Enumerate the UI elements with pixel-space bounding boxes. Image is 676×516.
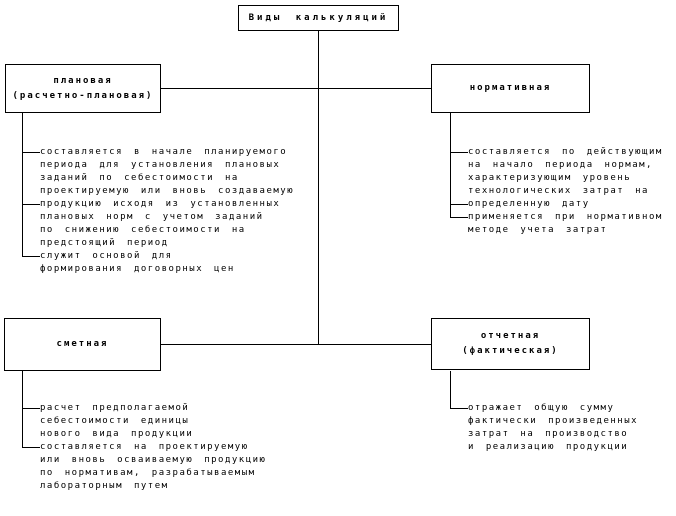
bullet-item: служит основой для формирования договорн… [22,250,312,276]
bullet-list-normative: составляется по действующим на начало пе… [450,113,670,237]
connector-horizontal-bottom [161,344,431,345]
node-estimate-label: сметная [56,339,109,349]
bullet-items-normative: составляется по действующим на начало пе… [450,146,670,237]
diagram-title: Виды калькуляций [248,12,389,23]
bullet-items-estimate: расчет предполагаемой себестоимости един… [22,402,312,493]
node-reporting-label: отчетная (фактическая) [462,331,559,356]
bullet-item: отражает общую сумму фактически произвед… [450,402,670,454]
bullet-item: составляется в начале планируемого перио… [22,146,312,198]
connector-drop-normative [450,113,451,218]
node-planned-label: плановая (расчетно-плановая) [12,75,154,101]
connector-drop-reporting [450,371,451,409]
connector-center-vertical [318,31,319,344]
node-planned-box: плановая (расчетно-плановая) [5,64,161,113]
bullet-items-reporting: отражает общую сумму фактически произвед… [450,402,670,454]
bullet-list-reporting: отражает общую сумму фактически произвед… [450,371,670,454]
bullet-items-planned: составляется в начале планируемого перио… [22,146,312,276]
bullet-item: составляется по действующим на начало пе… [450,146,670,198]
connector-drop-planned [22,113,23,257]
bullet-item: составляется на проектируемую или вновь … [22,441,312,493]
bullet-list-estimate: расчет предполагаемой себестоимости един… [22,371,312,493]
connector-horizontal-top [161,88,431,89]
bullet-item: определенную дату [450,198,670,211]
node-estimate-box: сметная [4,318,161,371]
node-normative-box: нормативная [431,64,590,113]
node-normative-label: нормативная [469,83,552,93]
root-node-box: Виды калькуляций [238,5,399,31]
bullet-list-planned: составляется в начале планируемого перио… [22,113,312,276]
bullet-item: расчет предполагаемой себестоимости един… [22,402,312,441]
connector-drop-estimate [22,371,23,448]
node-reporting-box: отчетная (фактическая) [431,318,590,370]
bullet-item: применяется при нормативном методе учета… [450,211,670,237]
bullet-item: продукцию исходя из установленных планов… [22,198,312,250]
